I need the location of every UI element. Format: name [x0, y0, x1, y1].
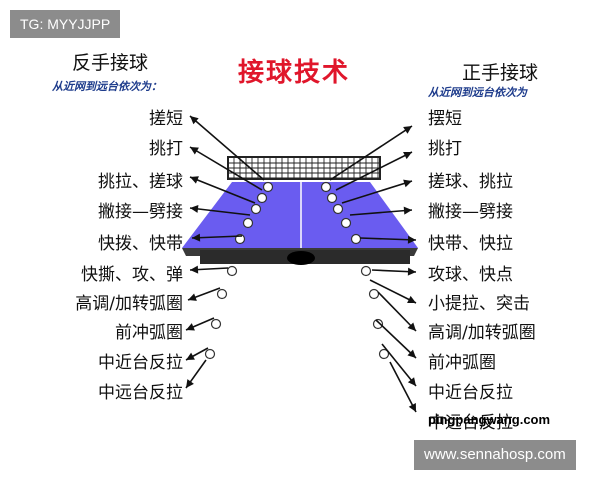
ball-marker: [204, 348, 216, 360]
right-technique-label: 中近台反拉: [428, 383, 513, 403]
arrow: [329, 125, 413, 181]
ball-marker: [242, 217, 254, 229]
arrow: [341, 179, 413, 204]
right-technique-label: 攻球、快点: [428, 265, 513, 285]
left-technique-label: 中远台反拉: [98, 383, 183, 403]
right-technique-label: 挑打: [428, 139, 462, 159]
arrow: [377, 291, 417, 332]
watermark-bottom-right: www.sennahosp.com: [414, 440, 576, 470]
arrow: [189, 265, 229, 274]
ball-marker: [226, 265, 238, 277]
left-title: 反手接球: [72, 52, 149, 74]
arrow: [191, 233, 243, 242]
ball-marker: [320, 181, 332, 193]
arrow: [187, 287, 221, 301]
arrow: [335, 151, 413, 191]
left-technique-label: 中近台反拉: [98, 353, 183, 373]
ball-marker: [262, 181, 274, 193]
site-label: pingpangwang.com: [428, 412, 551, 427]
arrow: [185, 347, 209, 361]
left-technique-label: 前冲弧圈: [115, 323, 183, 343]
ball-marker: [360, 265, 372, 277]
left-technique-label: 搓短: [149, 109, 183, 129]
ball-marker: [332, 203, 344, 215]
right-title: 正手接球: [462, 62, 539, 84]
right-subtitle: 从近网到远台依次为: [428, 86, 527, 99]
arrow: [359, 235, 417, 244]
left-technique-label: 快拨、快带: [98, 234, 183, 254]
right-technique-label: 快带、快拉: [428, 234, 513, 254]
right-technique-label: 搓球、挑拉: [428, 172, 513, 192]
watermark-top-left: TG: MYYJJPP: [10, 10, 121, 38]
net: [227, 156, 381, 180]
arrow: [189, 115, 265, 181]
left-technique-label: 挑拉、搓球: [98, 172, 183, 192]
left-technique-label: 高调/加转弧圈: [75, 294, 183, 314]
arrow: [185, 317, 215, 331]
ball-marker: [210, 318, 222, 330]
ball-marker: [378, 348, 390, 360]
arrow: [389, 361, 417, 413]
ball-marker: [250, 203, 262, 215]
right-technique-label: 小提拉、突击: [428, 294, 530, 314]
arrow: [371, 267, 417, 276]
page-title: 接球技术: [238, 58, 351, 88]
left-subtitle: 从近网到远台依次为：: [52, 80, 162, 93]
ball-marker: [216, 288, 228, 300]
arrow: [381, 343, 417, 387]
right-technique-label: 前冲弧圈: [428, 353, 496, 373]
right-technique-label: 摆短: [428, 109, 462, 129]
ball-marker: [326, 192, 338, 204]
arrow: [189, 176, 256, 204]
table-top: [182, 182, 418, 248]
arrow: [185, 359, 207, 389]
arrow: [189, 146, 263, 191]
ball-marker: [368, 288, 380, 300]
ball-marker: [350, 233, 362, 245]
arrow: [189, 204, 251, 216]
right-technique-label: 高调/加转弧圈: [428, 323, 536, 343]
left-technique-label: 撇接—劈接: [98, 202, 183, 222]
arrow: [349, 206, 413, 216]
right-technique-label: 中远台反拉: [428, 413, 513, 433]
right-technique-label: 撇接—劈接: [428, 202, 513, 222]
left-technique-label: 挑打: [149, 139, 183, 159]
ball-marker: [372, 318, 384, 330]
ball-marker: [256, 192, 268, 204]
left-technique-label: 快撕、攻、弹: [81, 265, 183, 285]
arrow: [375, 319, 417, 359]
ball-marker: [340, 217, 352, 229]
arrow: [369, 279, 417, 304]
table-hole-shadow: [287, 251, 315, 265]
